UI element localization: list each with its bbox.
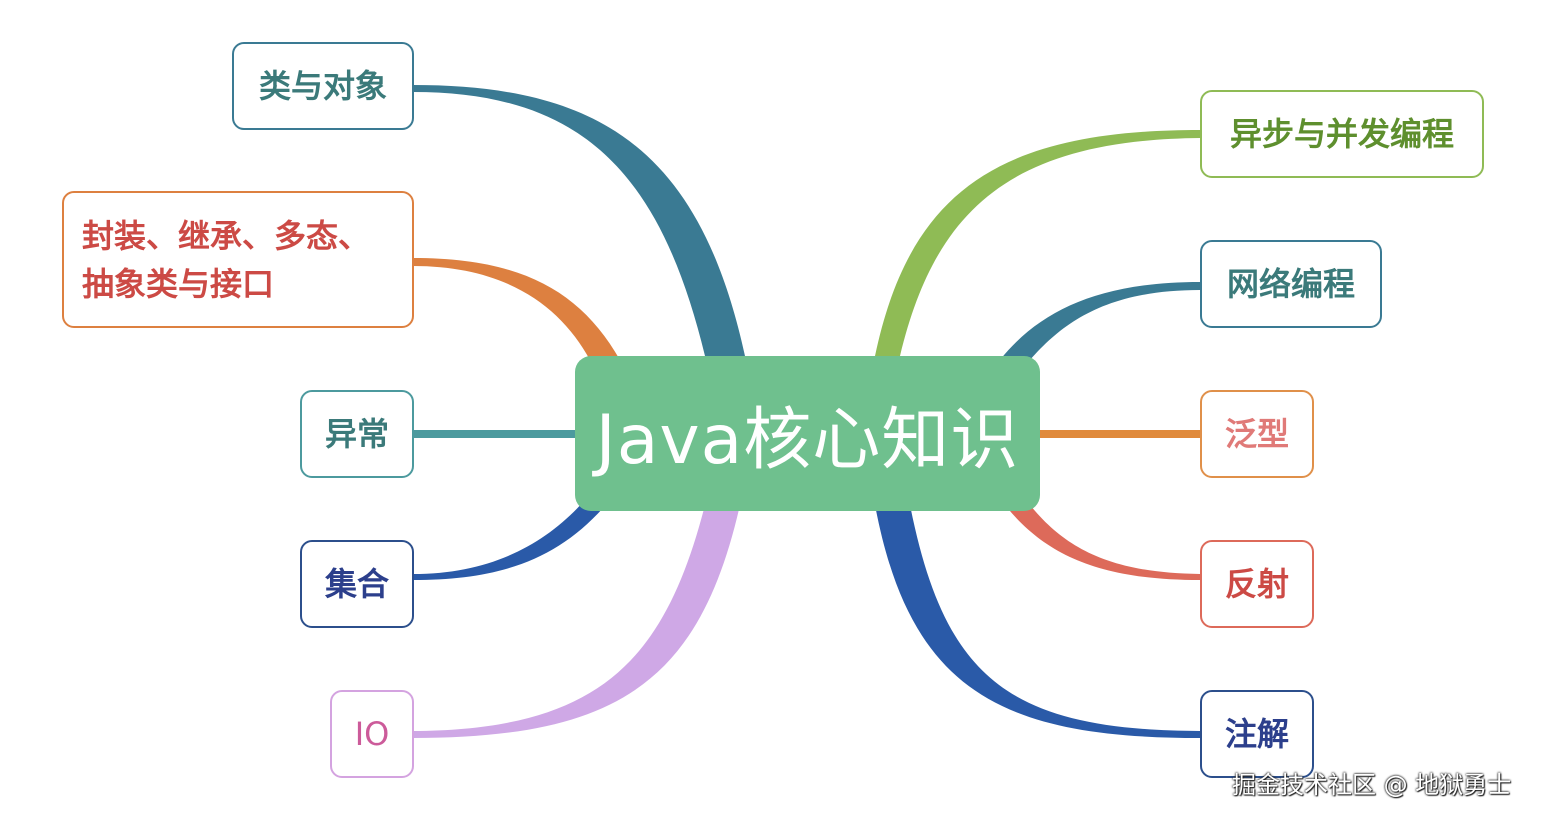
node-classes-objects[interactable]: 类与对象 (232, 42, 414, 130)
branch-to-exceptions (413, 430, 580, 438)
branch-to-oop (413, 258, 620, 360)
branch-to-collections (413, 500, 610, 580)
branch-to-async (875, 130, 1200, 356)
node-generics[interactable]: 泛型 (1200, 390, 1314, 478)
node-oop-concepts[interactable]: 封装、继承、多态、 抽象类与接口 (62, 191, 414, 328)
central-topic[interactable]: Java核心知识 (575, 356, 1040, 511)
node-collections[interactable]: 集合 (300, 540, 414, 628)
branch-to-reflection (1005, 505, 1200, 580)
branch-to-generics (1035, 430, 1200, 438)
node-io[interactable]: IO (330, 690, 414, 778)
node-exceptions[interactable]: 异常 (300, 390, 414, 478)
node-async-concurrency[interactable]: 异步与并发编程 (1200, 90, 1484, 178)
node-reflection[interactable]: 反射 (1200, 540, 1314, 628)
branch-to-classes-objects (413, 85, 745, 356)
branch-to-io (413, 505, 740, 738)
branch-to-network (1000, 282, 1200, 360)
node-network-programming[interactable]: 网络编程 (1200, 240, 1382, 328)
branch-to-annotations (875, 505, 1200, 738)
watermark-text: 掘金技术社区 @ 地狱勇士 (1232, 770, 1512, 799)
node-annotations[interactable]: 注解 (1200, 690, 1314, 778)
